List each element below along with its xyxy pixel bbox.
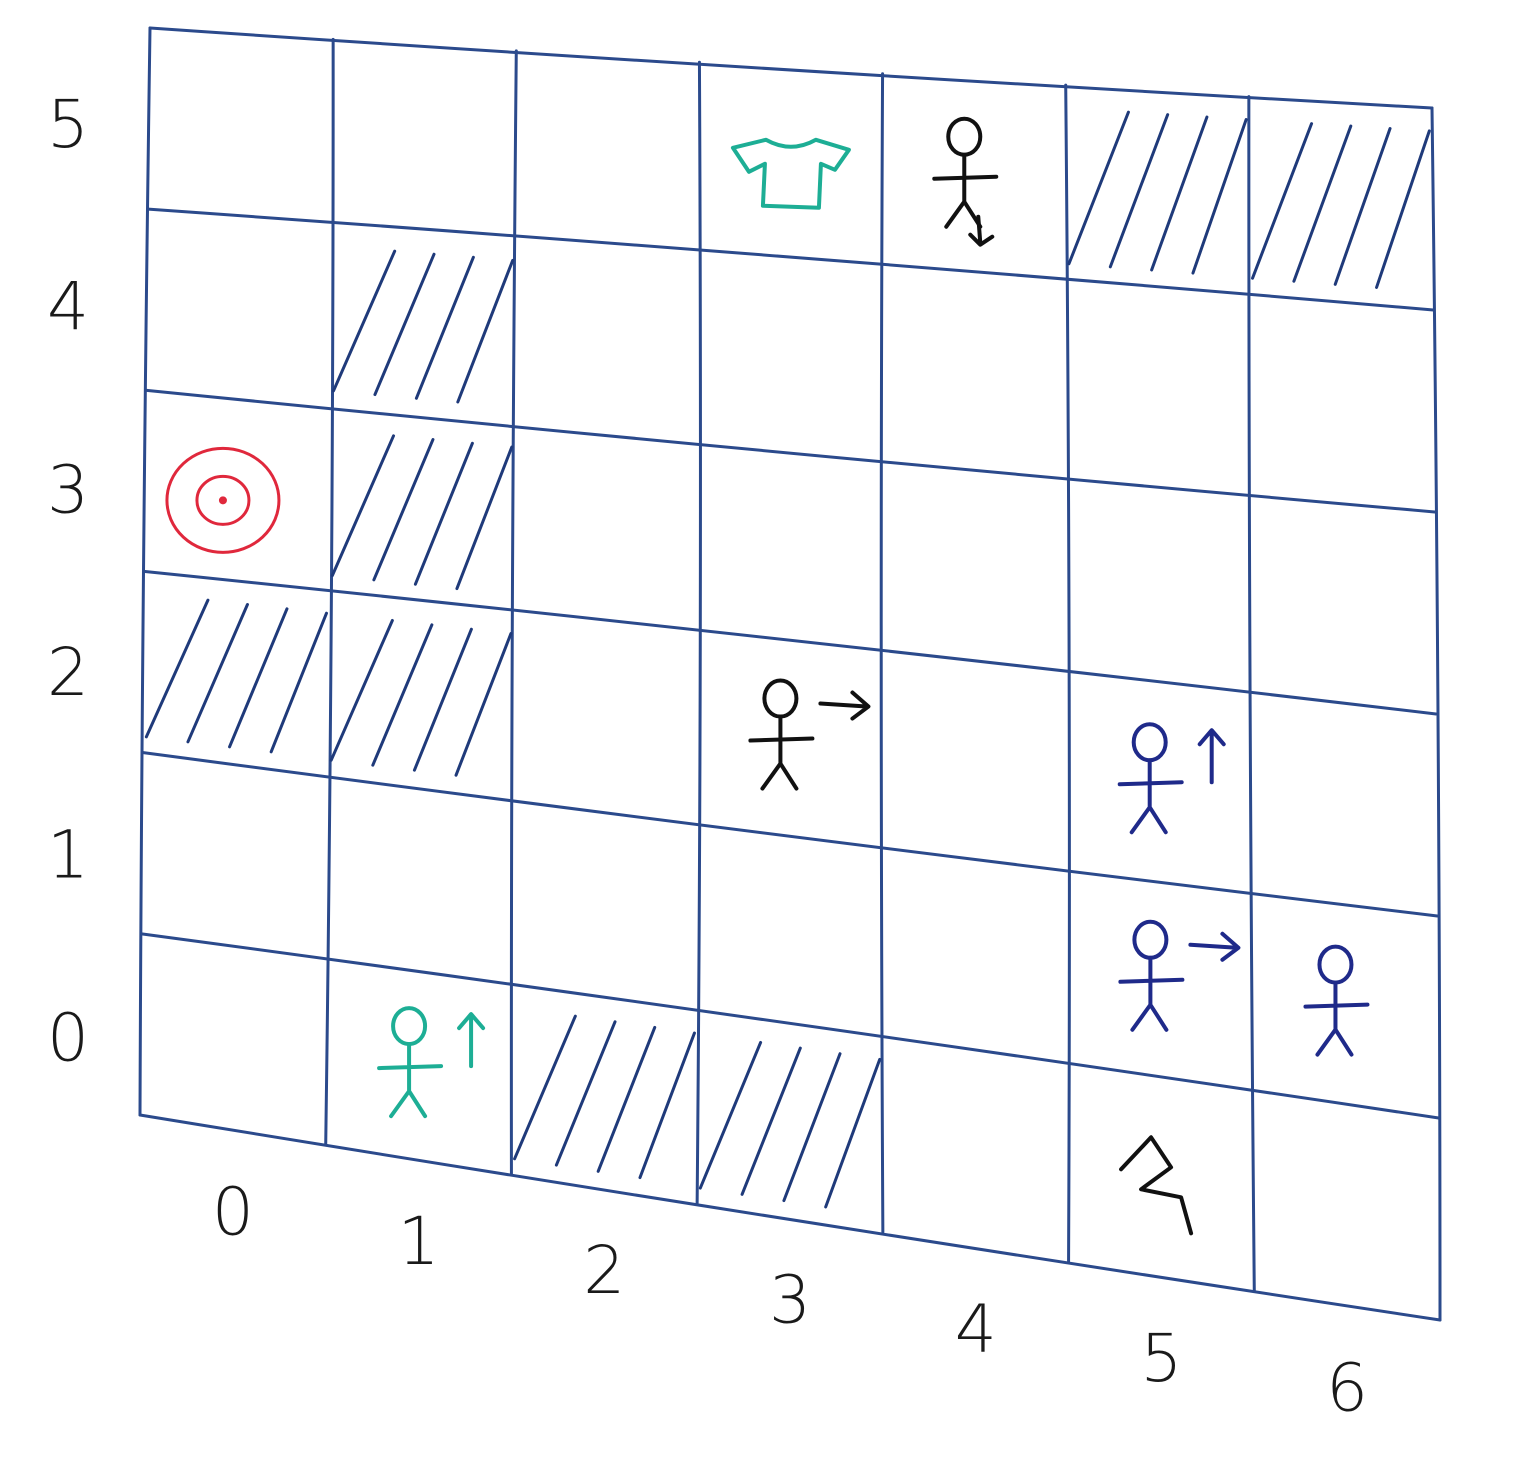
- arrow-up-icon: [457, 1012, 486, 1069]
- hatch-stroke: [413, 441, 474, 586]
- hatch-stroke: [332, 249, 397, 393]
- hatch-stroke: [824, 1057, 882, 1209]
- grid-line-horizontal: [138, 1113, 1442, 1322]
- hatch-stroke: [1108, 113, 1170, 269]
- y-axis-labels: 0 1 2 3 4 5: [47, 86, 89, 1076]
- hatch-stroke: [1292, 124, 1353, 283]
- obstacle-cell: [1067, 110, 1248, 275]
- hatch-stroke: [1375, 129, 1431, 289]
- obstacle-cell: [332, 249, 515, 404]
- obstacle-cell: [330, 434, 514, 591]
- grid-line-horizontal: [143, 570, 1438, 716]
- hatch-stroke: [1067, 110, 1130, 266]
- pedestrian-icon: [1117, 722, 1226, 835]
- x-axis-label: 3: [769, 1262, 811, 1339]
- squiggle-icon: [1119, 1135, 1194, 1236]
- grid-lines: [138, 26, 1442, 1322]
- grid-line-vertical: [1064, 83, 1071, 1263]
- grid-line-horizontal: [140, 932, 1441, 1120]
- pedestrian-icon: [1303, 944, 1370, 1057]
- x-axis-label: 1: [398, 1203, 440, 1280]
- arrow-up-icon: [1197, 728, 1226, 785]
- hatch-stroke: [371, 623, 434, 767]
- y-axis-label: 4: [47, 269, 89, 346]
- pedestrian-icon: [932, 116, 999, 247]
- hatch-stroke: [782, 1052, 842, 1203]
- obstacle-cell: [698, 1040, 882, 1209]
- y-axis-label: 2: [47, 634, 89, 711]
- hatch-stroke: [554, 1020, 617, 1167]
- y-axis-label: 0: [47, 999, 89, 1076]
- grid-line-horizontal: [145, 388, 1437, 514]
- hatch-stroke: [186, 602, 249, 744]
- obstacle-cells: [144, 110, 1431, 1209]
- grid-items: [165, 116, 1370, 1236]
- grid-line-vertical: [695, 60, 702, 1205]
- hatch-stroke: [329, 618, 394, 762]
- y-axis-label: 5: [47, 86, 89, 163]
- grid-line-vertical: [1430, 106, 1442, 1322]
- hatch-stroke: [698, 1040, 763, 1190]
- obstacle-cell: [144, 598, 328, 754]
- hatch-stroke: [372, 438, 435, 582]
- hatch-stroke: [1333, 127, 1392, 286]
- y-axis-label: 1: [47, 817, 89, 894]
- hatch-stroke: [455, 445, 514, 591]
- x-axis-label: 6: [1326, 1349, 1368, 1426]
- obstacle-cell: [329, 618, 513, 777]
- pedestrian-icon: [748, 678, 871, 791]
- hatch-stroke: [412, 627, 473, 772]
- grid-line-vertical: [509, 49, 518, 1176]
- grid-line-horizontal: [146, 207, 1435, 312]
- hatch-stroke: [513, 1014, 577, 1161]
- hatch-stroke: [228, 607, 289, 749]
- hatch-stroke: [330, 434, 396, 577]
- hatch-stroke: [638, 1031, 696, 1180]
- hatch-stroke: [456, 258, 515, 404]
- hatch-stroke: [269, 611, 328, 754]
- y-axis-label: 3: [47, 451, 89, 528]
- hatch-stroke: [454, 632, 513, 777]
- x-axis-label: 0: [212, 1174, 254, 1251]
- grid-line-vertical: [879, 72, 885, 1234]
- arrow-right-icon: [1188, 931, 1241, 962]
- agent-stick-figure-icon: [377, 1006, 486, 1119]
- hatch-stroke: [144, 598, 210, 739]
- arrow-right-icon: [818, 690, 871, 721]
- hatch-stroke: [596, 1025, 657, 1173]
- hatch-stroke: [373, 252, 436, 397]
- grid-line-horizontal: [148, 26, 1434, 110]
- x-axis-label: 4: [955, 1291, 997, 1368]
- target-icon: [165, 446, 281, 554]
- obstacle-cell: [1251, 122, 1431, 289]
- x-axis-label: 5: [1140, 1320, 1182, 1397]
- x-axis-label: 2: [583, 1232, 625, 1309]
- x-axis-labels: 0 1 2 3 4 5 6: [212, 1174, 1368, 1427]
- pedestrian-icon: [1118, 919, 1241, 1032]
- hatch-stroke: [414, 255, 475, 400]
- hatch-stroke: [740, 1046, 802, 1196]
- grid-line-horizontal: [141, 751, 1439, 918]
- obstacle-cell: [513, 1014, 696, 1180]
- hatch-stroke: [1191, 118, 1248, 275]
- hatch-stroke: [1150, 115, 1209, 272]
- hatch-stroke: [1251, 122, 1314, 280]
- shirt-icon: [730, 137, 851, 210]
- arrow-down-icon: [968, 214, 995, 247]
